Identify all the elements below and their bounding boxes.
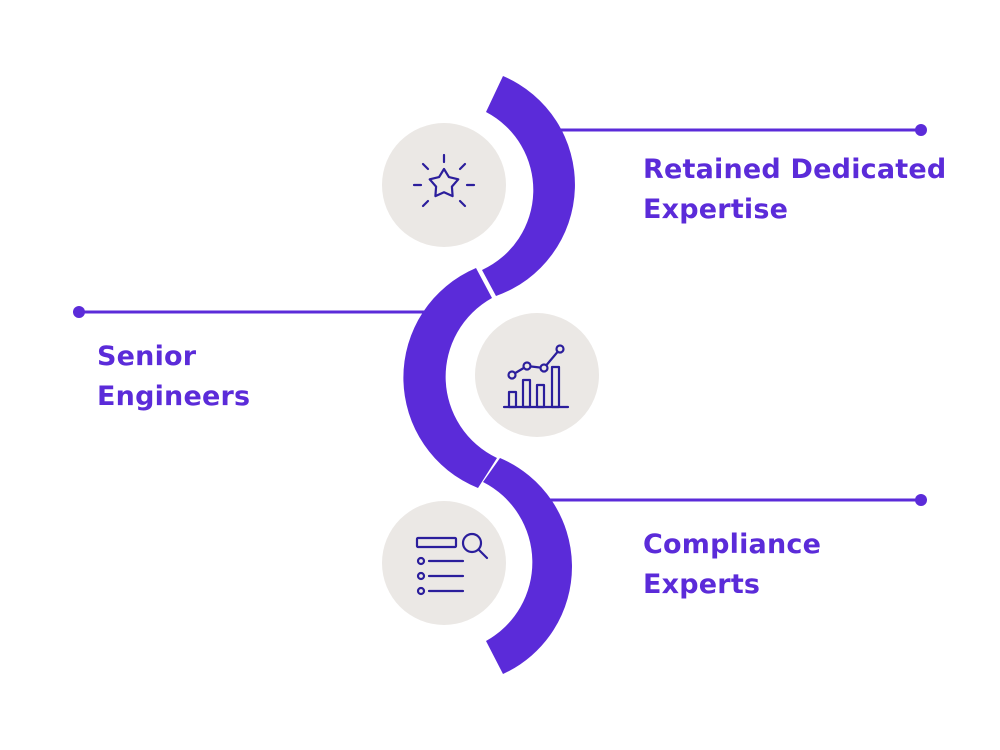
label-retained-line2: Expertise <box>643 194 789 225</box>
connector-dot-senior <box>73 306 85 318</box>
connector-lines <box>73 124 927 506</box>
helix-segment-middle <box>403 268 497 488</box>
label-compliance-line1: Compliance <box>643 529 822 560</box>
helix-segment-bottom <box>483 458 572 674</box>
label-senior-line2: Engineers <box>97 381 251 412</box>
icon-circle-compliance <box>382 501 506 625</box>
connector-dot-retained <box>915 124 927 136</box>
icon-circle-retained <box>382 123 506 247</box>
label-senior-line1: Senior <box>97 341 197 372</box>
icon-circle-senior <box>475 313 599 437</box>
sparkle-star-icon <box>412 153 476 208</box>
label-compliance-experts: Compliance Experts <box>643 525 821 605</box>
label-retained-line1: Retained Dedicated <box>643 154 947 185</box>
helix-band <box>403 76 575 674</box>
connector-dot-compliance <box>915 494 927 506</box>
label-retained-dedicated-expertise: Retained Dedicated Expertise <box>643 150 946 230</box>
helix-segment-top <box>482 76 575 296</box>
label-compliance-line2: Experts <box>643 569 761 600</box>
growth-chart-icon <box>502 344 570 409</box>
search-list-icon <box>415 532 489 596</box>
label-senior-engineers: Senior Engineers <box>97 337 250 417</box>
